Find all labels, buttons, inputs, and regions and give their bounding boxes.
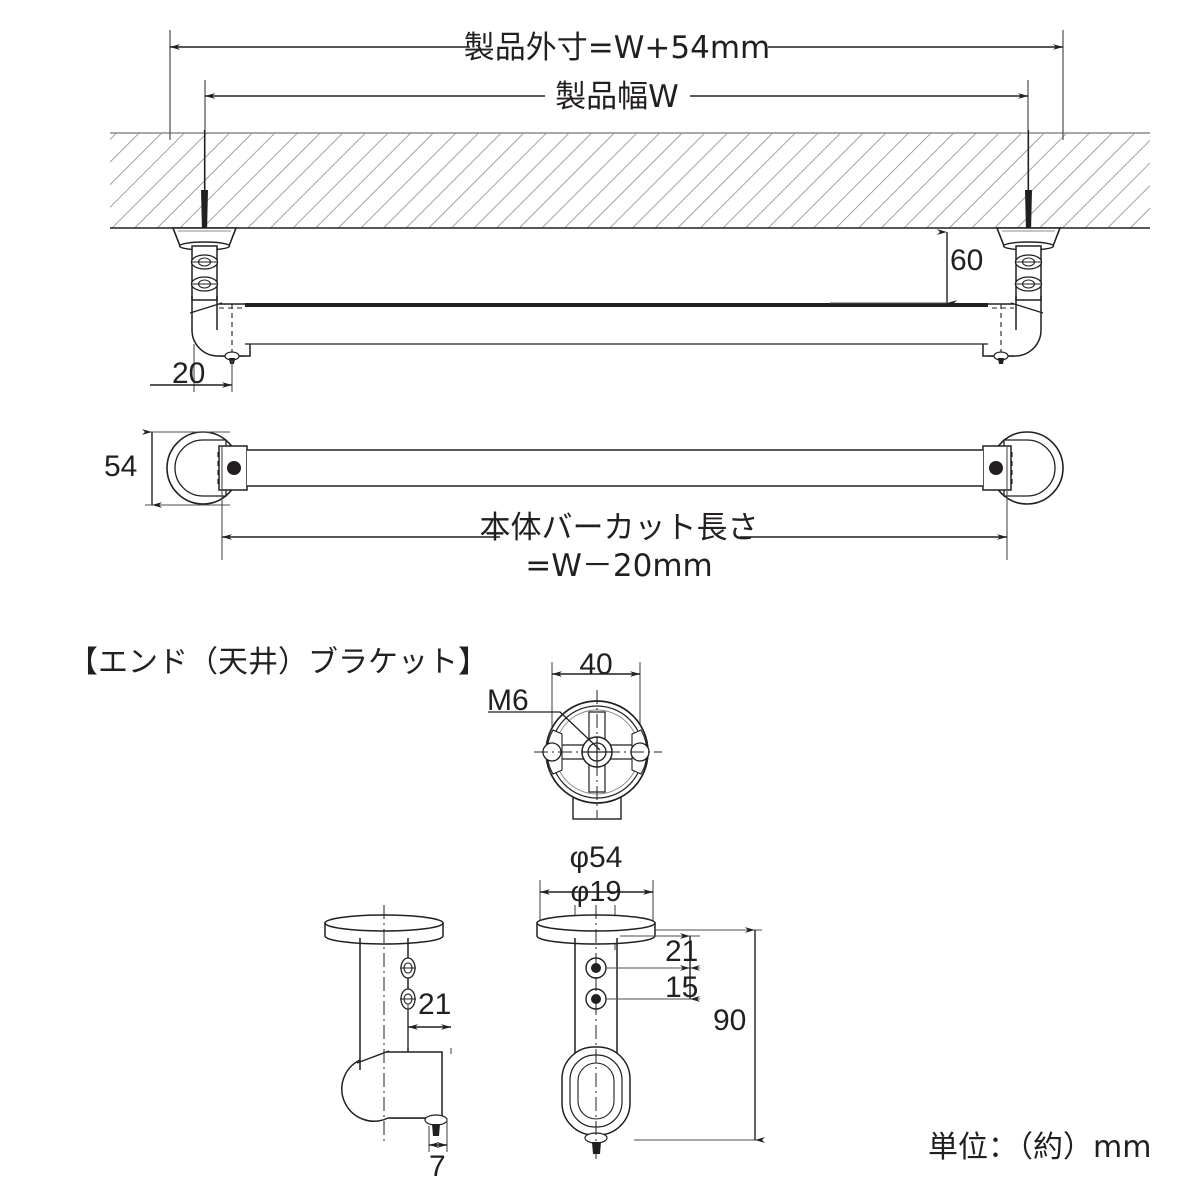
label-offset-20: 20 <box>172 357 206 390</box>
bracket-top-view <box>488 662 662 820</box>
label-front-21: 21 <box>665 935 699 968</box>
label-hole-spacing-40: 40 <box>579 648 613 681</box>
dimension-flange-54 <box>142 429 230 508</box>
dimension-overall-width <box>169 30 1064 140</box>
label-m6: M6 <box>487 684 529 717</box>
label-product-width: 製品幅W <box>555 79 679 115</box>
dimension-front-90 <box>634 927 765 1143</box>
label-overall-width: 製品外寸=W+54mm <box>463 30 771 66</box>
ceiling-slab <box>110 132 1150 229</box>
left-bracket-elevation <box>171 130 251 364</box>
dimension-offset-20 <box>150 344 233 392</box>
leader-m6 <box>488 711 601 751</box>
dimension-side-7 <box>428 1118 448 1152</box>
plan-right-flange <box>982 431 1064 560</box>
dimension-side-21 <box>407 1004 452 1054</box>
label-bar-cut-length-2: =W－20mm <box>525 548 713 584</box>
rail-bar-plan <box>247 449 983 487</box>
dimension-front-15 <box>606 965 700 1002</box>
assembly-elevation <box>110 30 1150 392</box>
label-unit-note: 単位：（約）mm <box>928 1130 1152 1165</box>
rail-bar-elevation <box>245 303 988 345</box>
label-front-15: 15 <box>665 971 699 1004</box>
left-anchor-screw <box>201 130 208 232</box>
left-set-screws <box>190 254 219 292</box>
right-anchor-screw <box>1025 130 1032 232</box>
right-bracket-elevation <box>982 130 1062 364</box>
right-set-screws <box>1014 254 1043 292</box>
label-phi19: φ19 <box>570 876 622 908</box>
assembly-plan-view <box>142 429 1064 560</box>
label-front-90: 90 <box>713 1004 747 1037</box>
section-heading-end-bracket: 【エンド（天井）ブラケット】 <box>68 645 488 680</box>
side-set-screws <box>400 957 416 1010</box>
bracket-front-view <box>536 880 765 1160</box>
plan-left-flange <box>166 431 248 560</box>
label-flange-54: 54 <box>104 450 138 483</box>
label-drop-60: 60 <box>950 244 984 277</box>
dimension-drop-60 <box>830 229 957 306</box>
label-side-21: 21 <box>418 988 452 1021</box>
label-phi54: φ54 <box>569 841 623 874</box>
label-bar-cut-length-1: 本体バーカット長さ <box>479 510 759 546</box>
bracket-side-view <box>324 905 452 1152</box>
label-side-7: 7 <box>429 1150 446 1183</box>
